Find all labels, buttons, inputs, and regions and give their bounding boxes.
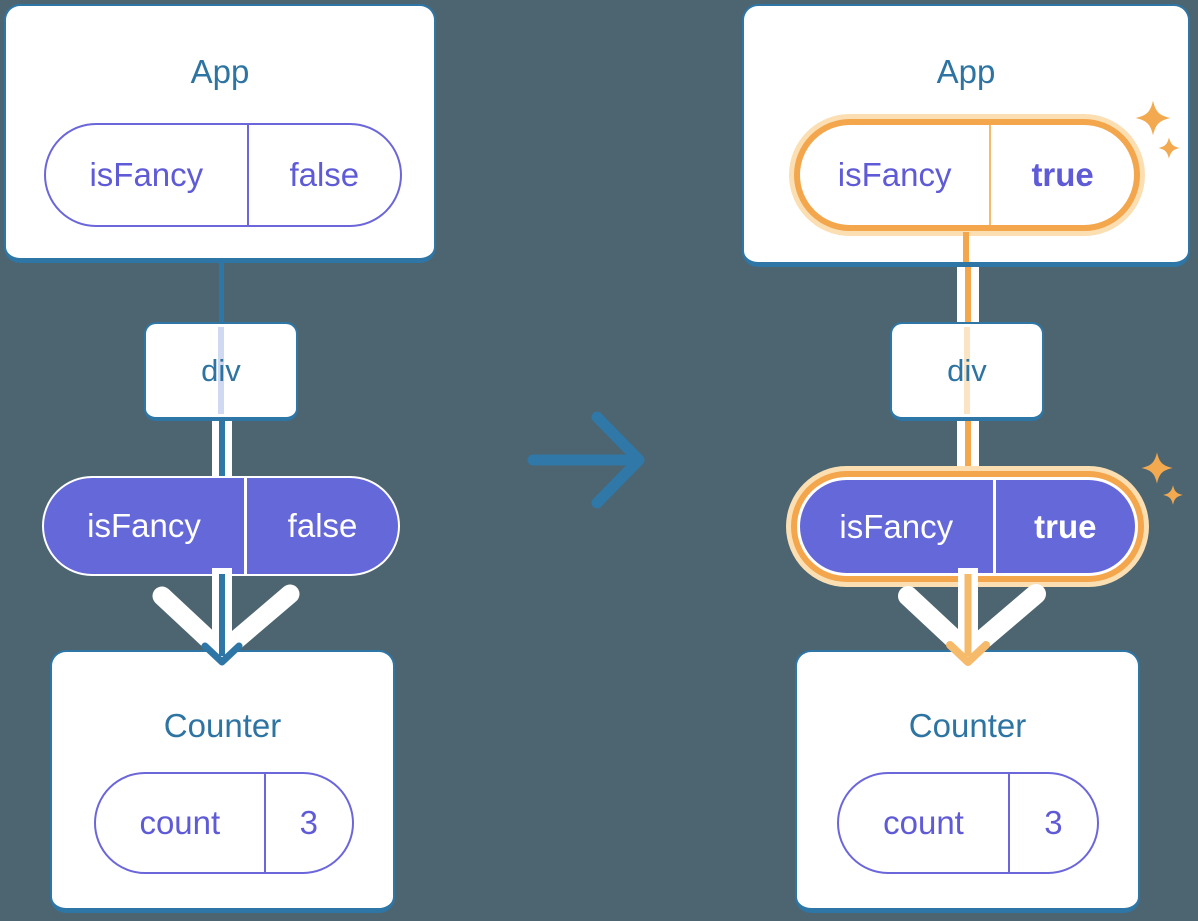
prop-pill-name: isFancy <box>87 507 201 544</box>
pill-divider <box>244 478 248 574</box>
prop-pill-value: true <box>1034 507 1097 545</box>
prop-pill-name: isFancy <box>839 507 954 545</box>
div-node-label: div <box>201 352 241 388</box>
counter-card: Counter count 3 <box>50 650 395 913</box>
pill-divider <box>1007 774 1010 872</box>
state-pill: isFancy false <box>44 123 402 227</box>
state-pill-name: count <box>883 804 964 841</box>
pill-divider <box>263 774 266 872</box>
state-pill-value: true <box>1031 156 1094 193</box>
pill-divider <box>246 125 249 225</box>
down-arrow-chevron-icon <box>898 568 1046 666</box>
sparkle-stars-icon <box>1135 100 1180 159</box>
prop-connector-core <box>965 266 971 324</box>
sparkle-stars-icon <box>1141 452 1183 505</box>
prop-connector <box>957 419 979 478</box>
div-node: div <box>890 322 1044 421</box>
parent-child-connector <box>219 262 224 324</box>
prop-connector <box>212 419 232 478</box>
pill-divider <box>992 480 996 573</box>
app-card: App isFancy false <box>4 4 436 263</box>
state-pill-name: count <box>139 804 221 841</box>
counter-card: Counter count 3 <box>795 650 1140 913</box>
state-pill: count 3 <box>94 772 354 874</box>
prop-pill-highlighted: isFancy true <box>797 477 1138 576</box>
prop-connector-core <box>965 419 971 478</box>
app-card-title: App <box>190 53 250 90</box>
down-arrow-chevron-icon <box>152 568 300 666</box>
app-card: App isFancy true <box>742 4 1190 267</box>
state-flow-line <box>963 232 969 262</box>
transition-right-arrow-icon <box>527 411 645 509</box>
counter-card-title: Counter <box>908 707 1027 744</box>
prop-pill: isFancy false <box>42 476 400 576</box>
state-pill-name: isFancy <box>89 156 204 193</box>
pill-divider <box>989 125 992 225</box>
div-node: div <box>144 322 298 421</box>
div-node-label: div <box>947 352 987 388</box>
state-pill-highlighted: isFancy true <box>794 119 1140 231</box>
state-pill-value: false <box>289 156 360 193</box>
prop-pass-through-line <box>218 327 224 414</box>
prop-pass-through-line <box>964 327 970 414</box>
prop-connector <box>957 266 979 324</box>
prop-pill-value: false <box>287 507 358 544</box>
state-pill-name: isFancy <box>837 156 952 193</box>
state-pill: count 3 <box>837 772 1099 874</box>
counter-card-title: Counter <box>163 707 282 744</box>
state-pill-value: 3 <box>299 804 318 841</box>
app-card-title: App <box>936 53 996 90</box>
state-pill-value: 3 <box>1044 804 1063 841</box>
prop-connector-core <box>219 419 225 478</box>
